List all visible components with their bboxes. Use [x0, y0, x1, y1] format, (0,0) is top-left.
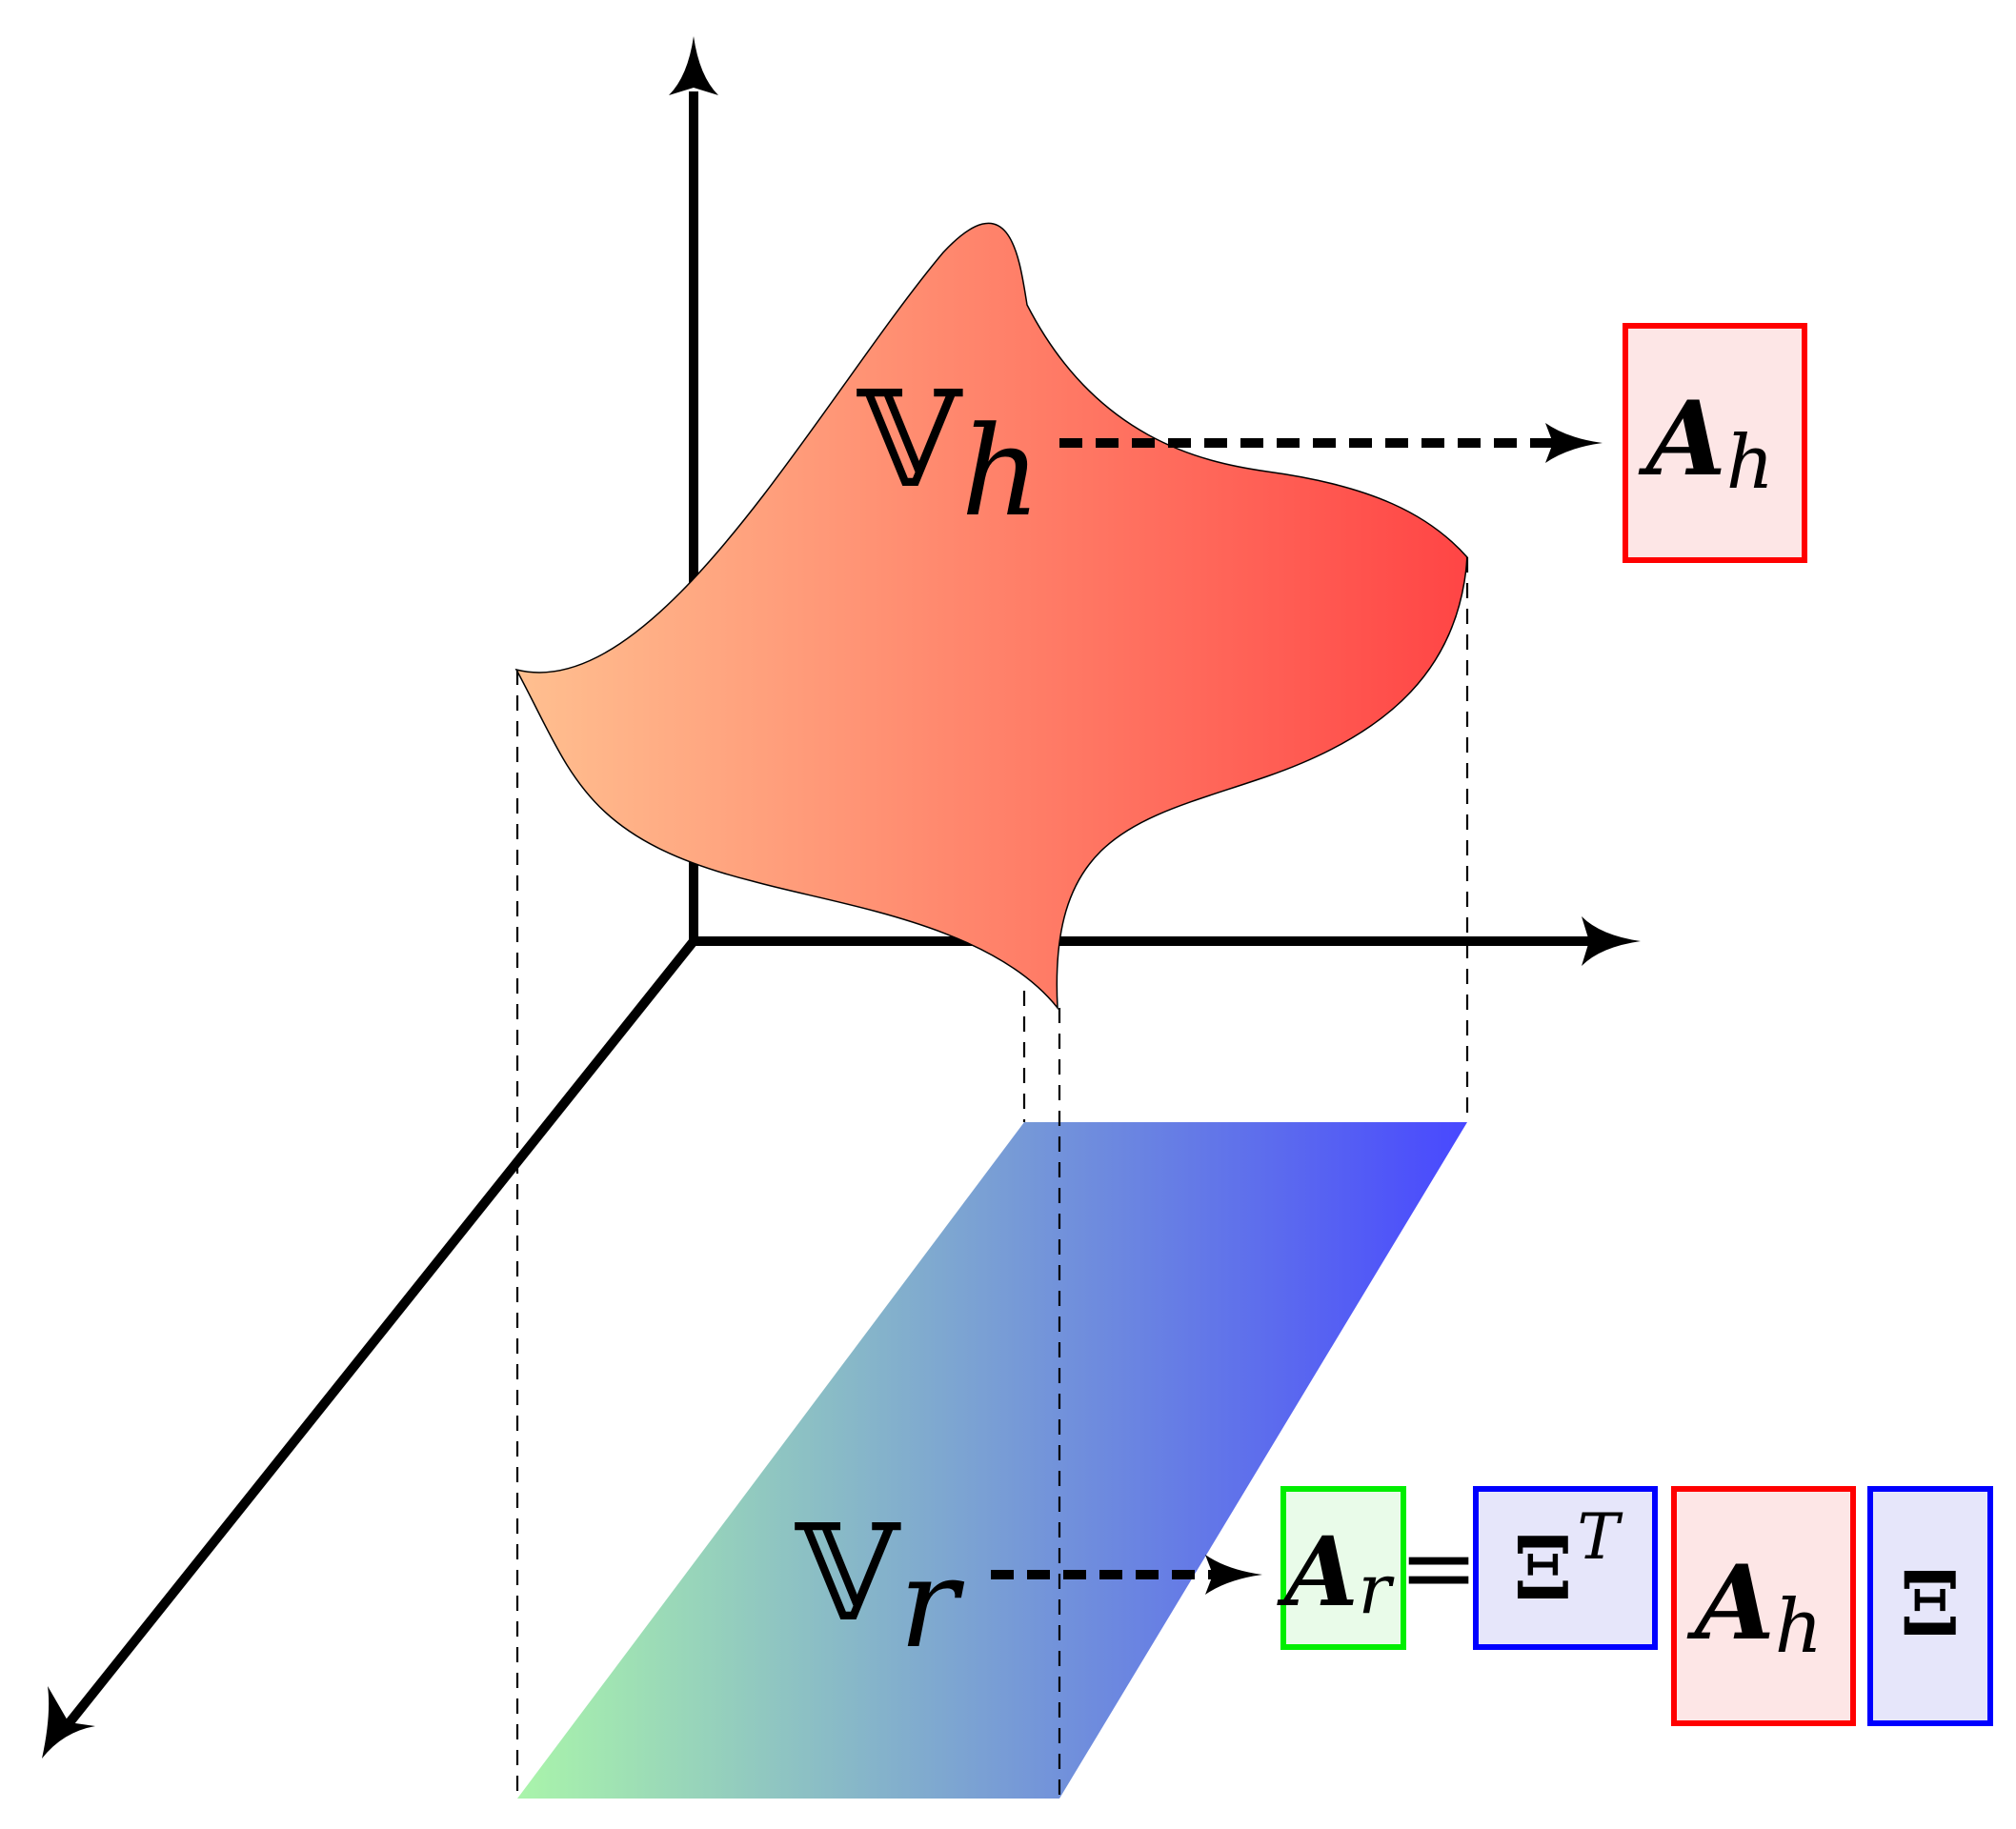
vertical-axis-arrowhead-icon [669, 36, 718, 95]
depth-axis [63, 937, 697, 1730]
equals-sign: = [1399, 1512, 1479, 1623]
horizontal-axis-arrowhead-icon [1582, 916, 1641, 966]
high-matrix-factor-label: Ah [1686, 1543, 1823, 1670]
axis-arrowheads [42, 36, 1641, 1759]
reduced-matrix-box [1280, 1486, 1406, 1650]
basis-label: Ξ [1900, 1553, 1962, 1656]
high-matrix-box: Ah [1623, 323, 1807, 563]
reduced-equation: Ar = ΞT Ah Ξ [1277, 1486, 1993, 1726]
reduced-space-label: 𝕍r [795, 1497, 965, 1676]
basis-transpose-box [1473, 1486, 1658, 1650]
high-matrix-factor-box [1671, 1486, 1856, 1726]
projection-lines [515, 557, 1469, 1799]
reduced-matrix-label: Ar [1277, 1516, 1395, 1629]
basis-transpose-label: ΞT [1513, 1500, 1623, 1619]
high-dimensional-surface [514, 222, 1468, 1011]
mapping-arrows [991, 423, 1603, 1595]
high-mapping-arrowhead-icon [1545, 423, 1603, 463]
high-space-label: 𝕍h [857, 363, 1040, 544]
reduced-space-plane [517, 1122, 1467, 1799]
basis-box [1867, 1486, 1993, 1726]
depth-axis-arrowhead-icon [42, 1686, 95, 1759]
high-matrix-label: Ah [1638, 379, 1774, 506]
reduced-mapping-arrowhead-icon [1205, 1555, 1262, 1595]
